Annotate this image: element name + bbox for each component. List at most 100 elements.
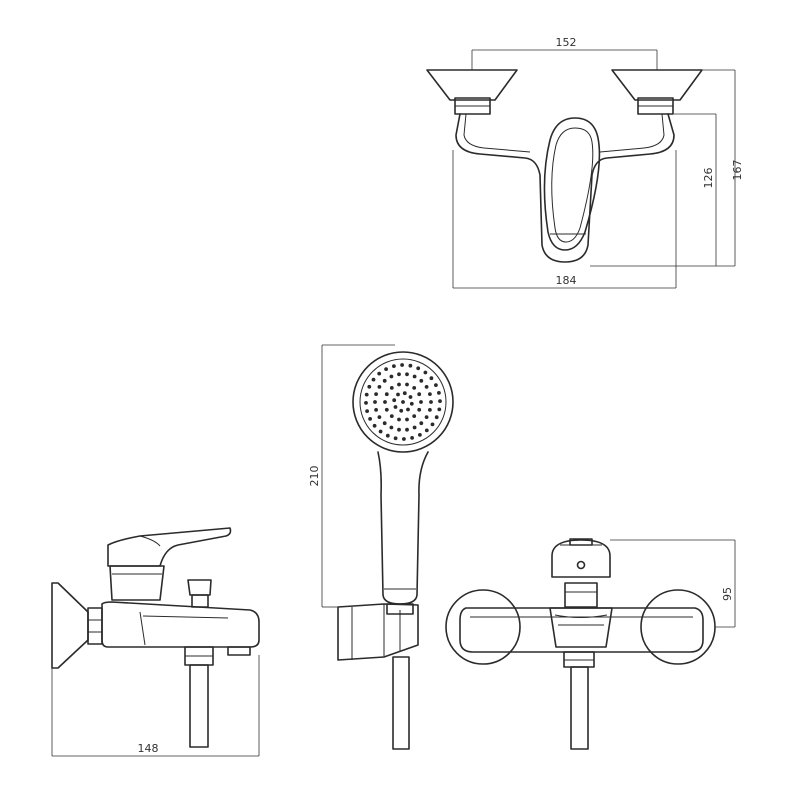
side-flange xyxy=(51,582,89,669)
nozzle-dot xyxy=(437,391,441,395)
nozzle-dot xyxy=(419,421,424,426)
nozzle-dot xyxy=(412,425,417,430)
nozzle-dot xyxy=(384,407,389,412)
nozzle-dot xyxy=(397,372,401,377)
nozzle-dot xyxy=(410,436,414,440)
nozzle-dot xyxy=(405,427,409,432)
nozzle-dot xyxy=(400,363,404,367)
nozzle-dot xyxy=(405,417,409,422)
shower-head-outer xyxy=(352,351,454,453)
side-view: 148 xyxy=(51,527,260,757)
nozzle-dot xyxy=(430,422,435,427)
hand-shower-view: 210 xyxy=(308,344,454,750)
side-nut xyxy=(87,607,103,645)
nozzle-dot xyxy=(412,374,417,379)
nozzle-dot xyxy=(364,392,369,397)
top-left-flange xyxy=(426,69,518,101)
dim-top-depth-total: 167 xyxy=(731,160,744,181)
front-left-flange xyxy=(445,589,521,665)
top-lever xyxy=(543,117,601,251)
nozzle-dot xyxy=(429,400,433,404)
nozzle-dot xyxy=(397,382,401,387)
shower-head-inner xyxy=(359,358,447,446)
nozzle-dot xyxy=(429,376,434,381)
nozzle-dot xyxy=(424,428,429,433)
side-diverter-knob xyxy=(187,579,212,596)
front-body xyxy=(459,607,704,653)
nozzle-dot xyxy=(374,408,378,412)
nozzle-dot xyxy=(434,383,438,387)
nozzle-dot xyxy=(412,414,417,418)
nozzle-dot xyxy=(385,433,390,438)
nozzle-dot xyxy=(397,427,401,432)
nozzle-dot xyxy=(372,423,377,428)
nozzle-dot xyxy=(396,392,400,397)
dim-top-spacing: 152 xyxy=(556,36,577,49)
nozzle-dot xyxy=(438,399,442,403)
front-cartridge-cap xyxy=(564,582,598,608)
dim-top-width: 184 xyxy=(556,274,577,287)
shower-hose xyxy=(392,656,410,750)
nozzle-dot xyxy=(406,407,410,412)
nozzle-dot xyxy=(428,392,432,396)
nozzle-dot xyxy=(374,392,378,396)
nozzle-dot xyxy=(364,401,368,405)
nozzle-dot xyxy=(377,371,382,376)
nozzle-dot xyxy=(424,415,429,419)
nozzle-dot xyxy=(402,437,406,441)
nozzle-dot xyxy=(434,415,439,420)
nozzle-dot xyxy=(378,429,383,434)
side-aerator xyxy=(227,646,251,656)
dim-top-depth-inner: 126 xyxy=(702,168,715,189)
side-outlet-pipe xyxy=(189,664,209,748)
nozzle-dot xyxy=(428,408,432,412)
side-cartridge xyxy=(109,565,165,601)
nozzle-dot xyxy=(389,374,394,379)
nozzle-dot xyxy=(417,407,422,412)
nozzle-dot xyxy=(419,400,423,404)
nozzle-dot xyxy=(377,385,382,389)
top-right-flange xyxy=(611,69,703,101)
nozzle-dot xyxy=(417,392,422,397)
dim-side-projection: 148 xyxy=(138,742,159,755)
shower-holder xyxy=(337,603,419,661)
nozzle-dot xyxy=(437,407,442,412)
top-body xyxy=(455,113,675,263)
nozzle-dot xyxy=(382,378,387,383)
nozzle-dot xyxy=(389,425,394,430)
nozzle-dot xyxy=(392,364,396,368)
nozzle-dot xyxy=(384,367,388,371)
front-right-flange xyxy=(640,589,716,665)
nozzle-dot xyxy=(412,386,417,390)
front-lever xyxy=(551,539,611,578)
nozzle-dot xyxy=(389,414,394,418)
dim-front-height: 95 xyxy=(721,587,734,601)
nozzle-dot xyxy=(367,384,372,389)
nozzle-dot xyxy=(405,372,409,377)
nozzle-dot xyxy=(368,417,372,421)
front-indicator xyxy=(576,560,586,570)
dim-shower-length: 210 xyxy=(308,466,321,487)
shower-handle xyxy=(377,451,429,605)
nozzle-dot xyxy=(402,391,407,396)
side-lever xyxy=(107,527,232,567)
nozzle-dot xyxy=(408,363,413,368)
nozzle-dot xyxy=(418,433,422,437)
nozzle-dot xyxy=(397,417,401,422)
nozzle-dot xyxy=(382,421,387,426)
nozzle-dot xyxy=(384,392,389,397)
top-view: 152 184 126 167 xyxy=(426,36,744,289)
nozzle-dot xyxy=(373,400,377,404)
nozzle-dot xyxy=(377,415,382,419)
nozzle-dot xyxy=(371,377,376,382)
nozzle-dot xyxy=(416,366,421,371)
nozzle-dot xyxy=(401,400,405,404)
nozzle-dot xyxy=(409,401,414,406)
nozzle-dot xyxy=(408,395,413,399)
side-body xyxy=(101,601,260,648)
nozzle-dot xyxy=(365,409,369,413)
nozzle-dot xyxy=(423,370,428,375)
nozzle-dot xyxy=(424,385,429,389)
nozzle-dot xyxy=(393,436,398,441)
